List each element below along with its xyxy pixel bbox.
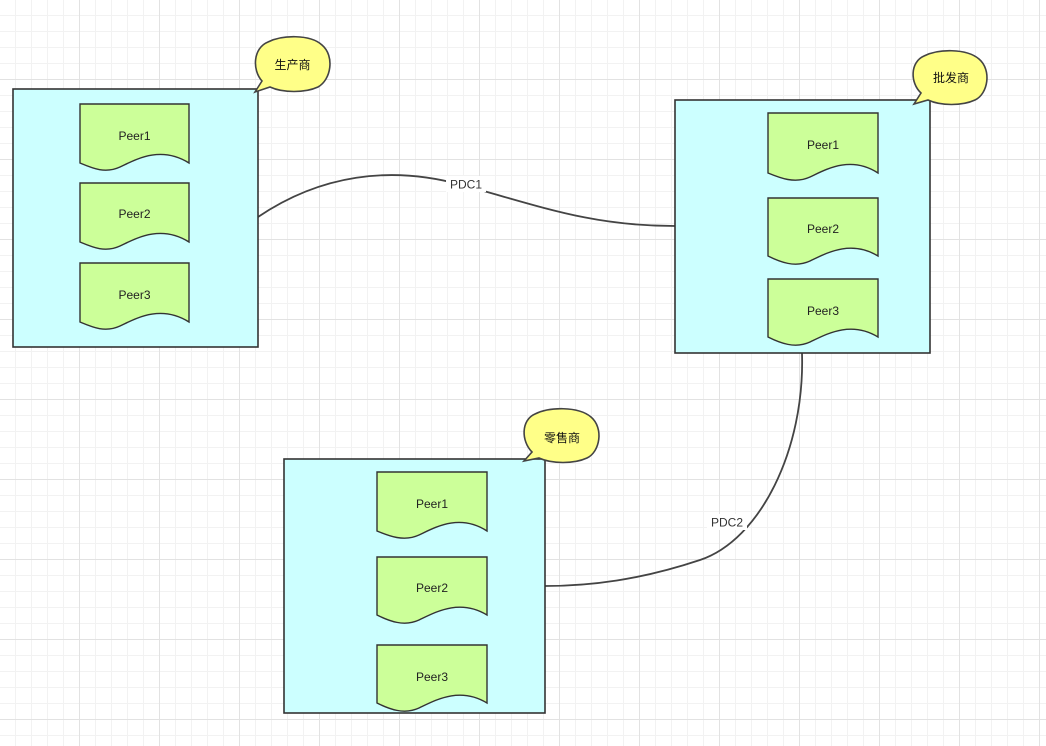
pdc2-label-bg (707, 514, 747, 530)
producer-peer1[interactable]: Peer1 (79, 103, 190, 171)
wholesaler-peer1-shape[interactable] (767, 112, 879, 181)
wholesaler-callout-label: 批发商 (933, 70, 969, 85)
retailer-callout-bubble[interactable] (521, 407, 600, 464)
org-retailer[interactable]: Peer1 Peer2 Peer3 零售商 (283, 407, 600, 714)
pdc2-edge[interactable] (544, 352, 803, 587)
wholesaler-peer1-label: Peer1 (807, 138, 839, 152)
wholesaler-peer2-shape[interactable] (767, 197, 879, 265)
wholesaler-peer2-label: Peer2 (807, 222, 839, 236)
wholesaler-callout-bubble[interactable] (912, 49, 988, 106)
wholesaler-peer3-label: Peer3 (807, 304, 839, 318)
retailer-peer3[interactable]: Peer3 (376, 644, 488, 712)
producer-peer2-shape[interactable] (79, 182, 190, 250)
producer-peer1-shape[interactable] (79, 103, 190, 171)
producer-peer3-label: Peer3 (118, 288, 150, 302)
producer-peer3[interactable]: Peer3 (79, 262, 190, 330)
connection-pdc1[interactable]: PDC1 (257, 174, 676, 227)
producer-peer2[interactable]: Peer2 (79, 182, 190, 250)
retailer-callout[interactable]: 零售商 (521, 407, 600, 464)
pdc2-label: PDC2 (711, 516, 743, 530)
retailer-peer1-shape[interactable] (376, 471, 488, 539)
producer-callout[interactable]: 生产商 (253, 35, 331, 94)
producer-callout-bubble[interactable] (253, 35, 331, 94)
pdc1-label-bg (446, 176, 486, 192)
pdc1-label: PDC1 (450, 178, 482, 192)
retailer-peer2[interactable]: Peer2 (376, 556, 488, 624)
org-producer[interactable]: Peer1 Peer2 Peer3 生产商 (12, 35, 331, 348)
wholesaler-peer3[interactable]: Peer3 (767, 278, 879, 346)
retailer-peer1[interactable]: Peer1 (376, 471, 488, 539)
retailer-peer3-label: Peer3 (416, 670, 448, 684)
retailer-peer1-label: Peer1 (416, 497, 448, 511)
wholesaler-peer1[interactable]: Peer1 (767, 112, 879, 181)
wholesaler-peer2[interactable]: Peer2 (767, 197, 879, 265)
producer-callout-label: 生产商 (274, 57, 310, 72)
connection-pdc2[interactable]: PDC2 (544, 352, 803, 587)
org-wholesaler[interactable]: Peer1 Peer2 Peer3 批发商 (674, 49, 988, 354)
retailer-peer3-shape[interactable] (376, 644, 488, 712)
wholesaler-peer3-shape[interactable] (767, 278, 879, 346)
retailer-peer2-label: Peer2 (416, 581, 448, 595)
retailer-callout-label: 零售商 (544, 430, 580, 445)
producer-peer2-label: Peer2 (118, 207, 150, 221)
retailer-peer2-shape[interactable] (376, 556, 488, 624)
producer-peer1-label: Peer1 (118, 129, 150, 143)
producer-peer3-shape[interactable] (79, 262, 190, 330)
wholesaler-callout[interactable]: 批发商 (912, 49, 988, 106)
